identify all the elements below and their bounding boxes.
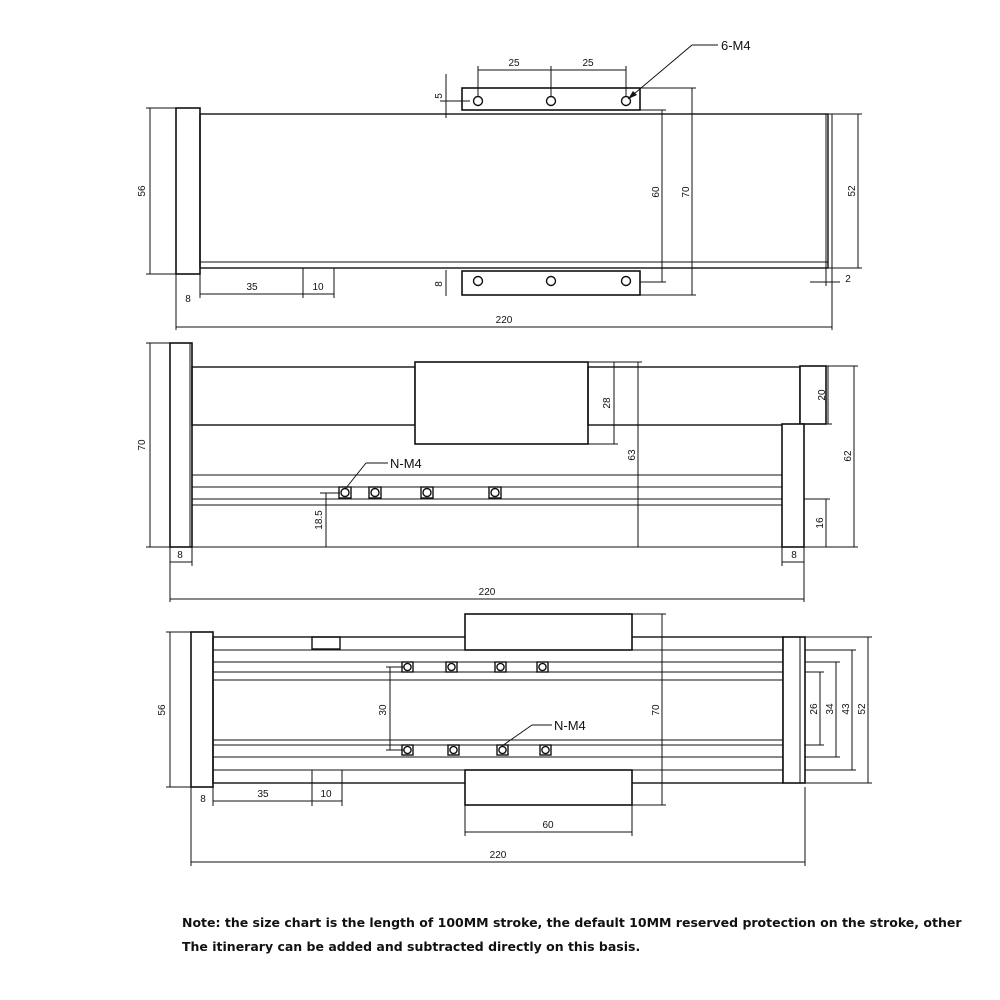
note-line-2: The itinerary can be added and subtracte…: [182, 939, 641, 954]
callout-6-m4: 6-M4: [721, 38, 751, 53]
dim-26: 26: [809, 703, 820, 715]
callout-n-m4: N-M4: [390, 456, 422, 471]
rail-body: [212, 636, 784, 784]
dim-2: 2: [845, 274, 851, 285]
dim-20: 20: [817, 389, 828, 401]
dim-220: 220: [496, 315, 513, 326]
dim-8-strip: 8: [434, 281, 445, 287]
right-end-plate: [782, 636, 806, 784]
dim-35: 35: [257, 789, 269, 800]
dim-220: 220: [479, 587, 496, 598]
right-end-top: [799, 365, 827, 425]
dim-52: 52: [857, 703, 868, 715]
rail-top-section: [587, 366, 801, 426]
mounting-hole: [472, 95, 484, 107]
dim-16: 16: [815, 517, 826, 529]
dim-25-left: 25: [508, 58, 520, 69]
carriage: [414, 361, 589, 445]
hole-row-bottom: [401, 744, 552, 756]
motor-housing: [191, 366, 416, 426]
note-line-1: Note: the size chart is the length of 10…: [182, 915, 962, 930]
dim-8: 8: [185, 294, 191, 305]
dim-5: 5: [434, 93, 445, 99]
left-end-plate: [169, 342, 193, 548]
dim-63: 63: [627, 449, 638, 461]
callout-n-m4: N-M4: [554, 718, 586, 733]
dim-8-right: 8: [791, 550, 797, 561]
dim-18-5: 18.5: [314, 510, 325, 530]
view-bottom: N-M4 30 56 8 35 10 60 220 70: [157, 613, 872, 866]
hole-row-top: [401, 661, 549, 673]
dim-8-left: 8: [177, 550, 183, 561]
view-top: 56 8 35 10 220 25 25 5 8 6-M4: [137, 38, 862, 330]
dim-70: 70: [681, 186, 692, 198]
rail-tab: [311, 636, 341, 650]
hole-row: [338, 486, 502, 499]
mounting-hole: [545, 95, 557, 107]
dim-60: 60: [651, 186, 662, 198]
dim-34: 34: [825, 703, 836, 715]
mounting-hole: [545, 275, 557, 287]
mounting-hole: [620, 275, 632, 287]
mounting-hole: [472, 275, 484, 287]
dim-43: 43: [841, 703, 852, 715]
right-end-plate: [781, 423, 805, 548]
left-end-plate: [175, 107, 201, 275]
dim-8: 8: [200, 794, 206, 805]
dim-28: 28: [602, 397, 613, 409]
dim-10: 10: [312, 282, 324, 293]
dim-52: 52: [847, 185, 858, 197]
carriage-bottom: [464, 769, 633, 806]
dim-35: 35: [246, 282, 258, 293]
dim-62: 62: [843, 450, 854, 462]
dim-60: 60: [542, 820, 554, 831]
rail-body: [199, 113, 829, 269]
dim-10: 10: [320, 789, 332, 800]
slider-bottom-strip: [461, 270, 641, 296]
left-end-plate: [190, 631, 214, 788]
view-side: N-M4 70 8 8 220 28 63 20: [137, 342, 858, 602]
carriage-top: [464, 613, 633, 651]
dim-30: 30: [378, 704, 389, 716]
mounting-hole: [620, 95, 632, 107]
dim-70: 70: [137, 439, 148, 451]
note-text: Note: the size chart is the length of 10…: [182, 911, 982, 959]
dim-220: 220: [490, 850, 507, 861]
dim-70: 70: [651, 704, 662, 716]
dim-56: 56: [157, 704, 168, 716]
dim-56: 56: [137, 185, 148, 197]
dim-25-right: 25: [582, 58, 594, 69]
